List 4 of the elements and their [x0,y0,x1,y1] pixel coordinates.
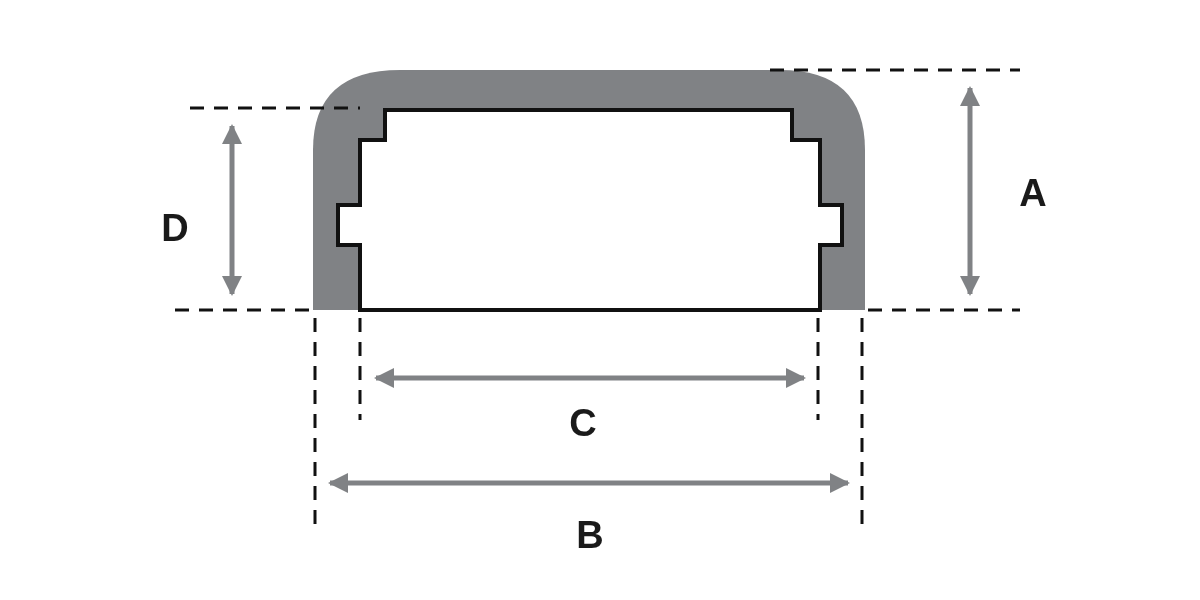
dimension-label: A [1019,174,1047,212]
dimension-label: B [576,516,604,554]
dimension-label: D [161,209,189,247]
dimension-label: C [569,404,597,442]
